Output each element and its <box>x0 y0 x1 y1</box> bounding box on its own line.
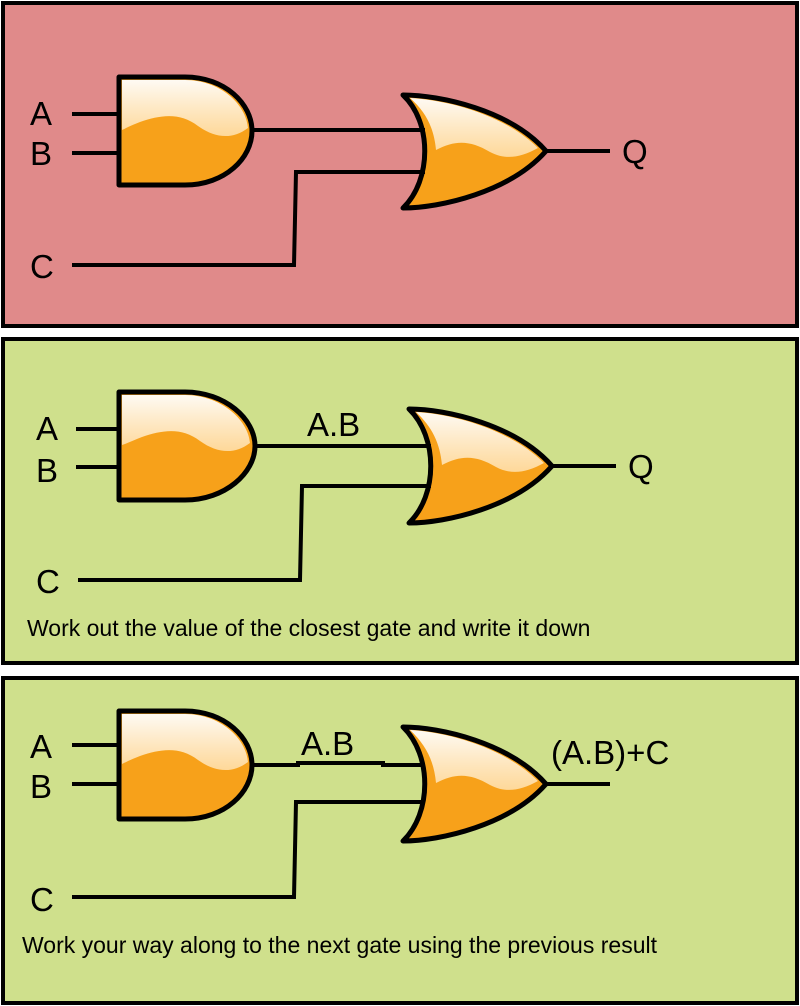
panel-1: A B C Q <box>1 1 799 328</box>
or-gate <box>406 406 555 526</box>
gate-shine <box>410 730 538 790</box>
gate-shine <box>416 412 544 472</box>
wires <box>76 427 616 582</box>
gate-shine <box>410 98 538 157</box>
output-label: Q <box>628 448 654 485</box>
panel-2: A B C A.B Q Work out the value of the cl… <box>1 337 799 665</box>
step-caption: Work out the value of the closest gate a… <box>27 615 590 641</box>
gate-shine <box>122 80 248 137</box>
gate-shine <box>122 714 248 771</box>
and-gate <box>116 389 258 503</box>
gate-shine <box>122 395 250 452</box>
and-output-label: A.B <box>301 725 354 762</box>
wires <box>72 743 610 899</box>
input-c-label: C <box>36 563 60 600</box>
input-a-label: A <box>36 410 58 447</box>
input-b-label: B <box>36 452 58 489</box>
output-label: (A.B)+C <box>551 734 669 771</box>
panel-3: A B C A.B (A.B)+C Work your way along to… <box>1 676 799 1005</box>
output-label: Q <box>622 133 648 170</box>
input-c-label: C <box>30 881 54 918</box>
and-output-label: A.B <box>307 406 360 443</box>
or-gate <box>400 724 549 844</box>
input-b-label: B <box>30 135 52 172</box>
input-a-label: A <box>30 728 52 765</box>
input-a-label: A <box>30 95 52 132</box>
and-gate <box>116 708 255 822</box>
and-gate <box>116 74 255 188</box>
step-caption: Work your way along to the next gate usi… <box>22 932 658 958</box>
or-gate <box>400 92 549 211</box>
wires <box>72 112 610 267</box>
input-b-label: B <box>30 768 52 805</box>
input-c-label: C <box>30 248 54 285</box>
